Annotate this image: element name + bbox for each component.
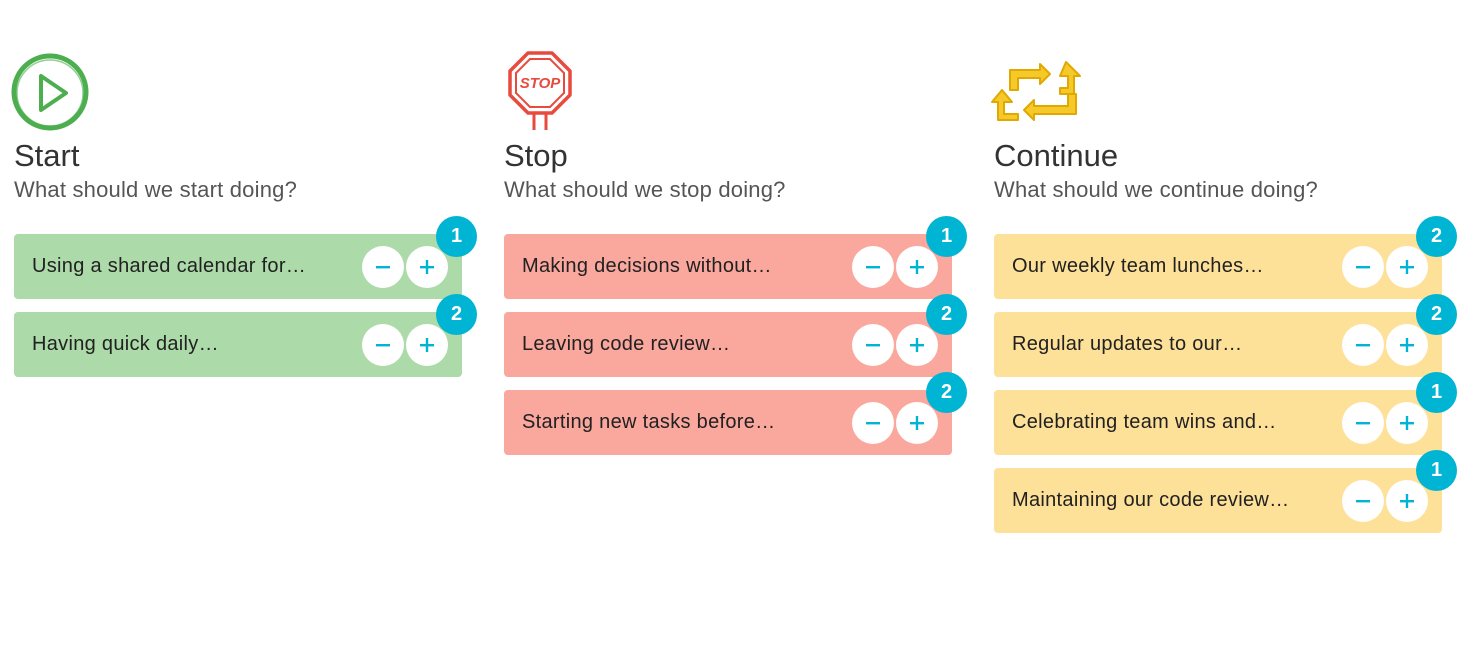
card-text[interactable]: Making decisions without… xyxy=(522,255,772,277)
plus-icon xyxy=(1400,260,1414,274)
upvote-button[interactable] xyxy=(406,246,448,288)
column-stop: STOP Stop What should we stop doing? Mak… xyxy=(504,50,967,468)
downvote-button[interactable] xyxy=(1342,246,1384,288)
minus-icon xyxy=(1356,344,1370,347)
plus-icon xyxy=(1400,416,1414,430)
column-continue: Continue What should we continue doing? … xyxy=(991,50,1457,546)
retro-card[interactable]: Celebrating team wins and… 1 xyxy=(994,372,1457,455)
vote-count-badge: 1 xyxy=(1416,372,1457,413)
plus-icon xyxy=(910,260,924,274)
plus-icon xyxy=(910,416,924,430)
downvote-button[interactable] xyxy=(1342,402,1384,444)
upvote-button[interactable] xyxy=(896,324,938,366)
upvote-button[interactable] xyxy=(1386,480,1428,522)
card-text[interactable]: Celebrating team wins and… xyxy=(1012,411,1277,433)
downvote-button[interactable] xyxy=(1342,480,1384,522)
column-title: Stop xyxy=(504,138,568,173)
downvote-button[interactable] xyxy=(362,324,404,366)
card-list: Using a shared calendar for… 1 Having qu… xyxy=(14,216,477,377)
upvote-button[interactable] xyxy=(896,246,938,288)
retro-card[interactable]: Using a shared calendar for… 1 xyxy=(14,216,477,299)
downvote-button[interactable] xyxy=(1342,324,1384,366)
plus-icon xyxy=(1400,494,1414,508)
vote-count-badge: 1 xyxy=(436,216,477,257)
card-text[interactable]: Leaving code review… xyxy=(522,333,731,355)
plus-icon xyxy=(1400,338,1414,352)
card-text[interactable]: Starting new tasks before… xyxy=(522,411,776,433)
retro-card[interactable]: Making decisions without… 1 xyxy=(504,216,967,299)
card-text[interactable]: Our weekly team lunches… xyxy=(1012,255,1264,277)
retro-card[interactable]: Regular updates to our… 2 xyxy=(994,294,1457,377)
minus-icon xyxy=(1356,422,1370,425)
upvote-button[interactable] xyxy=(406,324,448,366)
vote-count-badge: 2 xyxy=(926,294,967,335)
minus-icon xyxy=(1356,500,1370,503)
vote-count-badge: 2 xyxy=(926,372,967,413)
upvote-button[interactable] xyxy=(1386,246,1428,288)
minus-icon xyxy=(376,344,390,347)
card-text[interactable]: Regular updates to our… xyxy=(1012,333,1243,355)
vote-count-badge: 2 xyxy=(1416,294,1457,335)
stop-sign-icon: STOP xyxy=(498,50,952,134)
svg-text:STOP: STOP xyxy=(520,75,562,92)
downvote-button[interactable] xyxy=(852,402,894,444)
minus-icon xyxy=(1356,266,1370,269)
column-subtitle: What should we continue doing? xyxy=(994,177,1318,202)
column-start: Start What should we start doing? Using … xyxy=(11,50,477,390)
column-title: Start xyxy=(14,138,80,173)
plus-icon xyxy=(910,338,924,352)
downvote-button[interactable] xyxy=(362,246,404,288)
upvote-button[interactable] xyxy=(1386,402,1428,444)
vote-count-badge: 2 xyxy=(1416,216,1457,257)
card-list: Our weekly team lunches… 2 Regular updat… xyxy=(994,216,1457,533)
minus-icon xyxy=(376,266,390,269)
upvote-button[interactable] xyxy=(896,402,938,444)
retro-card[interactable]: Having quick daily… 2 xyxy=(14,294,477,377)
card-text[interactable]: Maintaining our code review… xyxy=(1012,489,1290,511)
upvote-button[interactable] xyxy=(1386,324,1428,366)
column-subtitle: What should we stop doing? xyxy=(504,177,786,202)
column-title: Continue xyxy=(994,138,1119,173)
downvote-button[interactable] xyxy=(852,246,894,288)
play-icon xyxy=(8,50,462,134)
vote-count-badge: 1 xyxy=(926,216,967,257)
minus-icon xyxy=(866,344,880,347)
minus-icon xyxy=(866,422,880,425)
card-text[interactable]: Using a shared calendar for… xyxy=(32,255,307,277)
retro-card[interactable]: Our weekly team lunches… 2 xyxy=(994,216,1457,299)
plus-icon xyxy=(420,260,434,274)
card-list: Making decisions without… 1 Leaving code… xyxy=(504,216,967,455)
minus-icon xyxy=(866,266,880,269)
downvote-button[interactable] xyxy=(852,324,894,366)
vote-count-badge: 2 xyxy=(436,294,477,335)
repeat-arrows-icon xyxy=(988,50,1442,134)
vote-count-badge: 1 xyxy=(1416,450,1457,491)
retro-card[interactable]: Starting new tasks before… 2 xyxy=(504,372,967,455)
retro-card[interactable]: Maintaining our code review… 1 xyxy=(994,450,1457,533)
retro-card[interactable]: Leaving code review… 2 xyxy=(504,294,967,377)
card-text[interactable]: Having quick daily… xyxy=(32,333,219,355)
plus-icon xyxy=(420,338,434,352)
column-subtitle: What should we start doing? xyxy=(14,177,297,202)
